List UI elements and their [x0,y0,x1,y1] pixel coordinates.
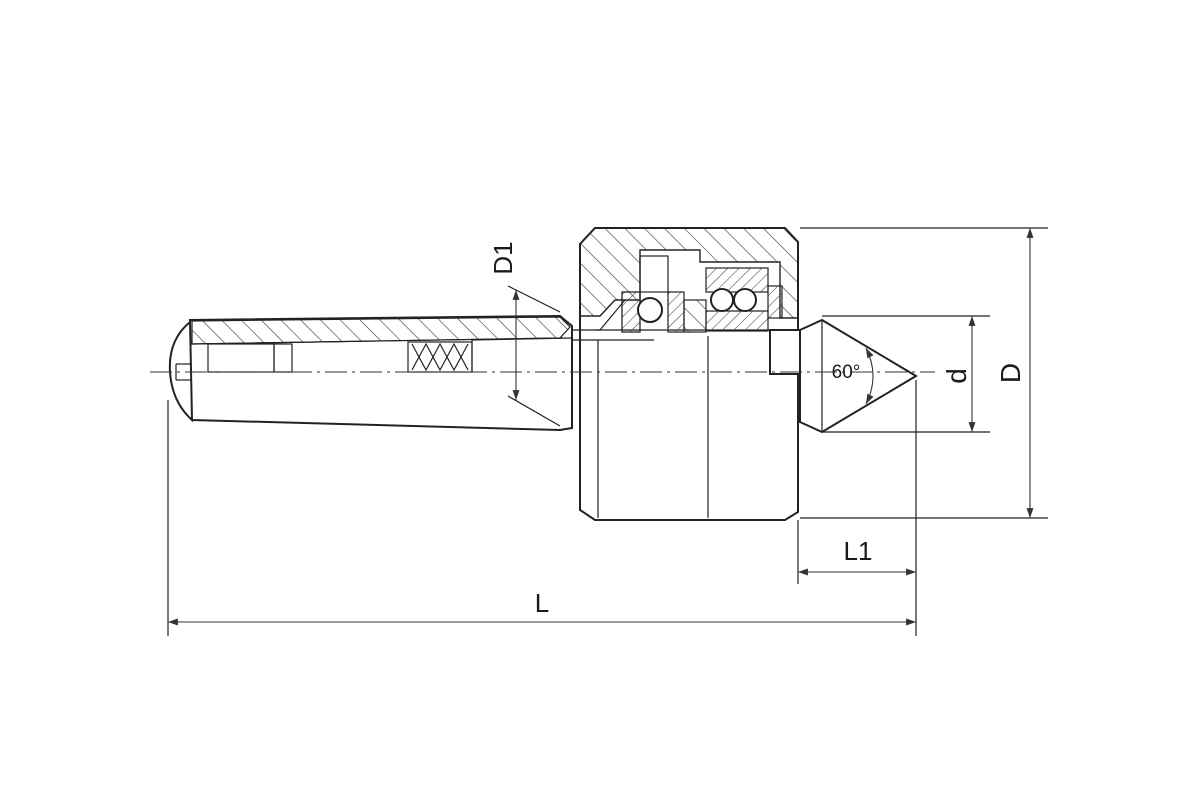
bearing-housing-right [705,267,769,293]
bearing-ball-right-2 [733,288,757,312]
spindle-tip [769,318,918,434]
bearing-spacer [683,299,707,333]
dimensions [167,227,1048,636]
label-tip-angle: 60° [832,362,861,383]
bearing-ball-left [637,297,663,323]
tip-angle-arc [865,347,874,405]
spindle-nose [769,329,801,375]
label-L1: L1 [844,536,873,566]
bearing-ball-right-1 [710,288,734,312]
label-d: d [941,368,972,384]
label-D: D [995,363,1026,383]
shank-hatch [191,316,571,345]
label-L: L [535,588,549,618]
shank-end-cap [168,321,193,423]
taper-shank [168,314,573,432]
bearings [621,255,783,333]
label-D1: D1 [488,241,518,274]
